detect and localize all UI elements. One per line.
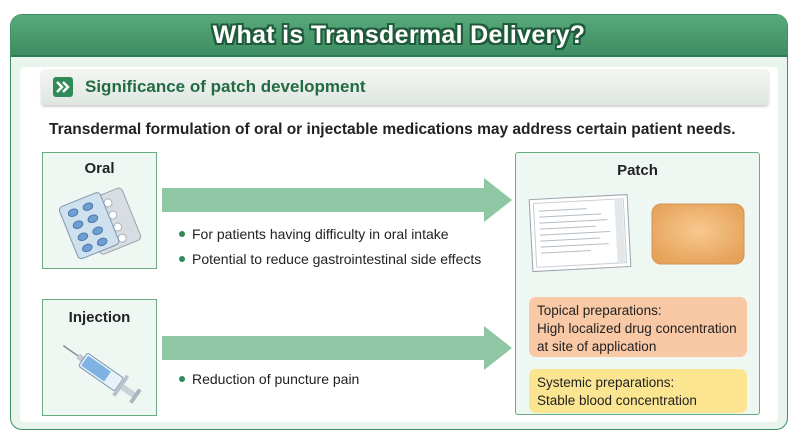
systemic-heading: Systemic preparations: bbox=[537, 375, 675, 390]
section-title: Significance of patch development bbox=[85, 77, 366, 96]
systemic-line-1: Stable blood concentration bbox=[537, 393, 697, 408]
oral-benefits-list: For patients having difficulty in oral i… bbox=[179, 221, 481, 271]
list-item: Potential to reduce gastrointestinal sid… bbox=[179, 246, 481, 271]
injection-label: Injection bbox=[68, 309, 131, 326]
patch-icon bbox=[651, 203, 745, 265]
injection-to-patch-arrow bbox=[162, 326, 512, 370]
patch-package-icon bbox=[528, 194, 632, 273]
oral-to-patch-arrow bbox=[162, 178, 512, 222]
blister-pack-icon bbox=[58, 187, 142, 260]
section-header: Significance of patch development bbox=[41, 69, 769, 105]
syringe-icon bbox=[62, 345, 142, 404]
bullet-icon bbox=[179, 255, 185, 262]
topical-heading: Topical preparations: bbox=[537, 303, 662, 318]
oral-label: Oral bbox=[84, 160, 115, 177]
systemic-preparations-box: Systemic preparations: Stable blood conc… bbox=[529, 369, 747, 413]
bullet-icon bbox=[179, 375, 185, 382]
title-bar: What is Transdermal Delivery? bbox=[11, 15, 787, 57]
topical-line-1: High localized drug concentration bbox=[537, 321, 737, 336]
oral-box: Oral bbox=[42, 152, 157, 269]
injection-box: Injection bbox=[42, 299, 157, 416]
list-item: For patients having difficulty in oral i… bbox=[179, 221, 481, 246]
page-title: What is Transdermal Delivery? bbox=[212, 20, 586, 49]
topical-preparations-box: Topical preparations: High localized dru… bbox=[529, 297, 747, 357]
patch-label: Patch bbox=[617, 162, 658, 179]
patch-box: Patch bbox=[515, 152, 760, 415]
list-item: Reduction of puncture pain bbox=[179, 366, 359, 391]
topical-line-2: at site of application bbox=[537, 339, 657, 354]
injection-benefits-list: Reduction of puncture pain bbox=[179, 366, 359, 391]
intro-text: Transdermal formulation of oral or injec… bbox=[49, 121, 736, 138]
diagram-frame: What is Transdermal Delivery? Significan… bbox=[10, 14, 788, 430]
bullet-icon bbox=[179, 230, 185, 237]
double-chevron-icon bbox=[53, 77, 73, 97]
